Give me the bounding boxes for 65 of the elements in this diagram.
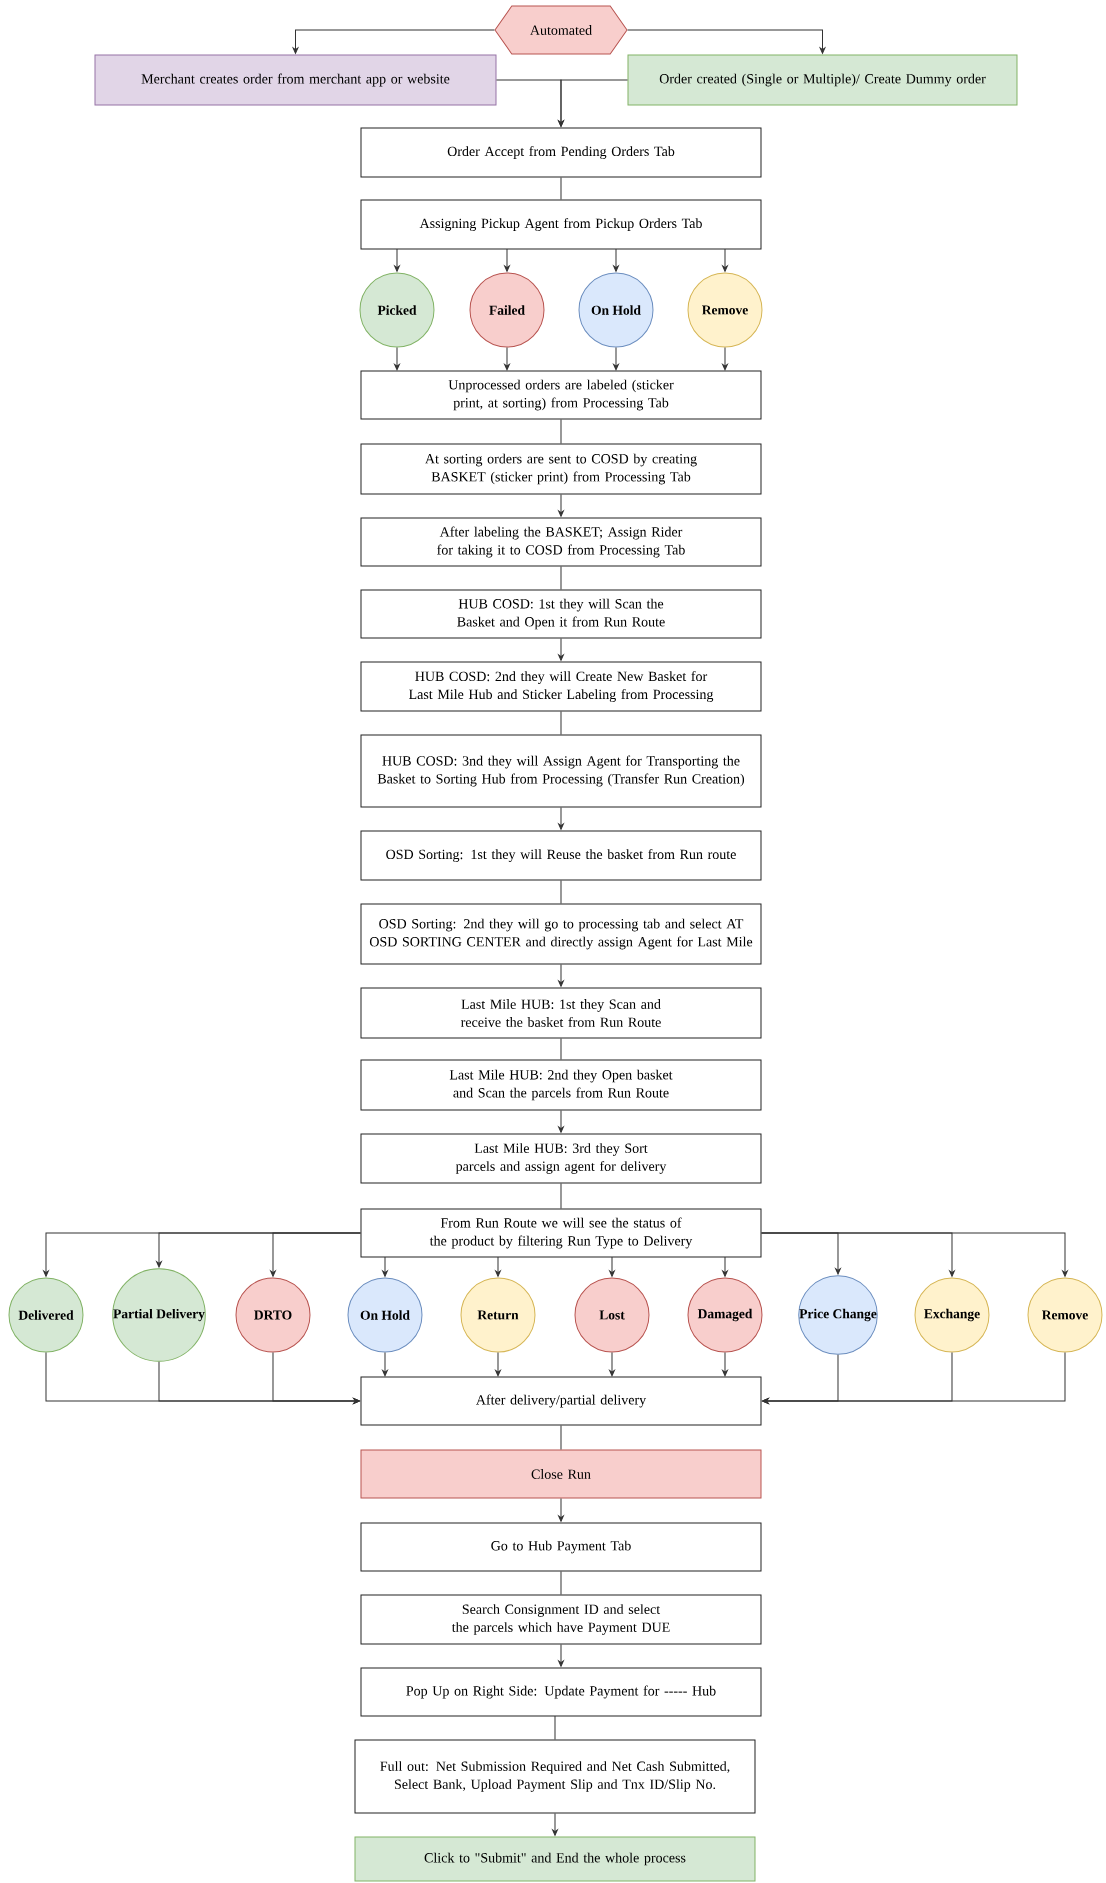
process-box: HUB COSD: 1st they will Scan the Basket and Open it from Run Route: [360, 589, 762, 639]
process-box: Click to "Submit" and End the whole process: [354, 1836, 756, 1882]
arrow: [722, 347, 728, 371]
process-box: Go to Hub Payment Tab: [360, 1522, 762, 1572]
arrow: [504, 347, 510, 371]
arrow: [558, 964, 564, 987]
process-box: Assigning Pickup Agent from Pickup Orders Tab: [360, 199, 762, 250]
arrow: [504, 248, 510, 272]
process-box: OSD Sorting: 2nd they will go to processing tab and select AT OSD SORTING CENTER and directly assign Agent for Last Mile: [360, 903, 762, 965]
arrow: [609, 1352, 615, 1377]
connector-line: [560, 419, 562, 444]
process-box: Last Mile HUB: 3rd they Sort parcels and assign agent for delivery: [360, 1133, 762, 1184]
arrow: [394, 347, 400, 371]
arrow: [761, 1232, 1068, 1277]
arrow: [552, 1813, 558, 1836]
arrow: [558, 638, 564, 661]
arrow: [558, 1644, 564, 1667]
arrow: [722, 248, 728, 272]
process-box: Pop Up on Right Side: Update Payment for ----- Hub: [360, 1667, 762, 1717]
process-box: At sorting orders are sent to COSD by creating BASKET (sticker print) from Processing Tab: [360, 443, 762, 495]
process-box: HUB COSD: 2nd they will Create New Basket for Last Mile Hub and Sticker Labeling from Processing: [360, 661, 762, 712]
process-box: Order created (Single or Multiple)/ Create Dummy order: [627, 54, 1018, 106]
connector-line: [560, 1425, 562, 1450]
connector-line: [554, 1715, 556, 1740]
arrow: [495, 1256, 501, 1277]
arrow: [627, 29, 826, 54]
process-box: After labeling the BASKET; Assign Rider for taking it to COSD from Processing Tab: [360, 517, 762, 567]
process-box: Full out: Net Submission Required and Net Cash Submitted, Select Bank, Upload Payment Slip and Tnx ID/Slip No.: [354, 1739, 756, 1814]
connector-line: [560, 566, 562, 590]
arrow: [558, 1498, 564, 1522]
arrow: [613, 347, 619, 371]
arrow: [495, 1352, 501, 1377]
arrow: [382, 1256, 388, 1277]
connector-line: [560, 1183, 562, 1209]
arrow: [609, 1256, 615, 1277]
arrow: [722, 1352, 728, 1377]
arrow: [292, 29, 495, 54]
process-box: Close Run: [360, 1449, 762, 1499]
arrow: [394, 248, 400, 272]
connector-line: [560, 711, 562, 735]
connector-line: [560, 177, 562, 200]
connector-line: [560, 1038, 562, 1060]
process-box: From Run Route we will see the status of the product by filtering Run Type to Delivery: [360, 1208, 762, 1258]
process-box: Order Accept from Pending Orders Tab: [360, 127, 762, 178]
arrow: [762, 1352, 1066, 1404]
process-box: HUB COSD: 3nd they will Assign Agent for Transporting the Basket to Sorting Hub from Processing (Transfer Run Creation): [360, 734, 762, 808]
arrow: [722, 1256, 728, 1277]
process-box: Merchant creates order from merchant app or website: [94, 54, 497, 106]
process-box: After delivery/partial delivery: [360, 1376, 762, 1426]
process-box: OSD Sorting: 1st they will Reuse the basket from Run route: [360, 830, 762, 881]
connector-line: [560, 1571, 562, 1595]
trigger-hexagon: Automated: [494, 5, 628, 55]
arrow: [382, 1352, 388, 1377]
arrow: [272, 1352, 360, 1404]
process-box: Last Mile HUB: 1st they Scan and receive the basket from Run Route: [360, 987, 762, 1039]
arrow: [558, 807, 564, 830]
process-box: Search Consignment ID and select the parcels which have Payment DUE: [360, 1594, 762, 1645]
arrow: [270, 1232, 361, 1277]
arrow: [613, 248, 619, 272]
arrow: [558, 79, 628, 127]
connector-line: [560, 880, 562, 904]
arrow: [558, 1110, 564, 1133]
process-box: Unprocessed orders are labeled (sticker print, at sorting) from Processing Tab: [360, 370, 762, 420]
process-box: Last Mile HUB: 2nd they Open basket and Scan the parcels from Run Route: [360, 1059, 762, 1111]
arrow: [558, 494, 564, 517]
